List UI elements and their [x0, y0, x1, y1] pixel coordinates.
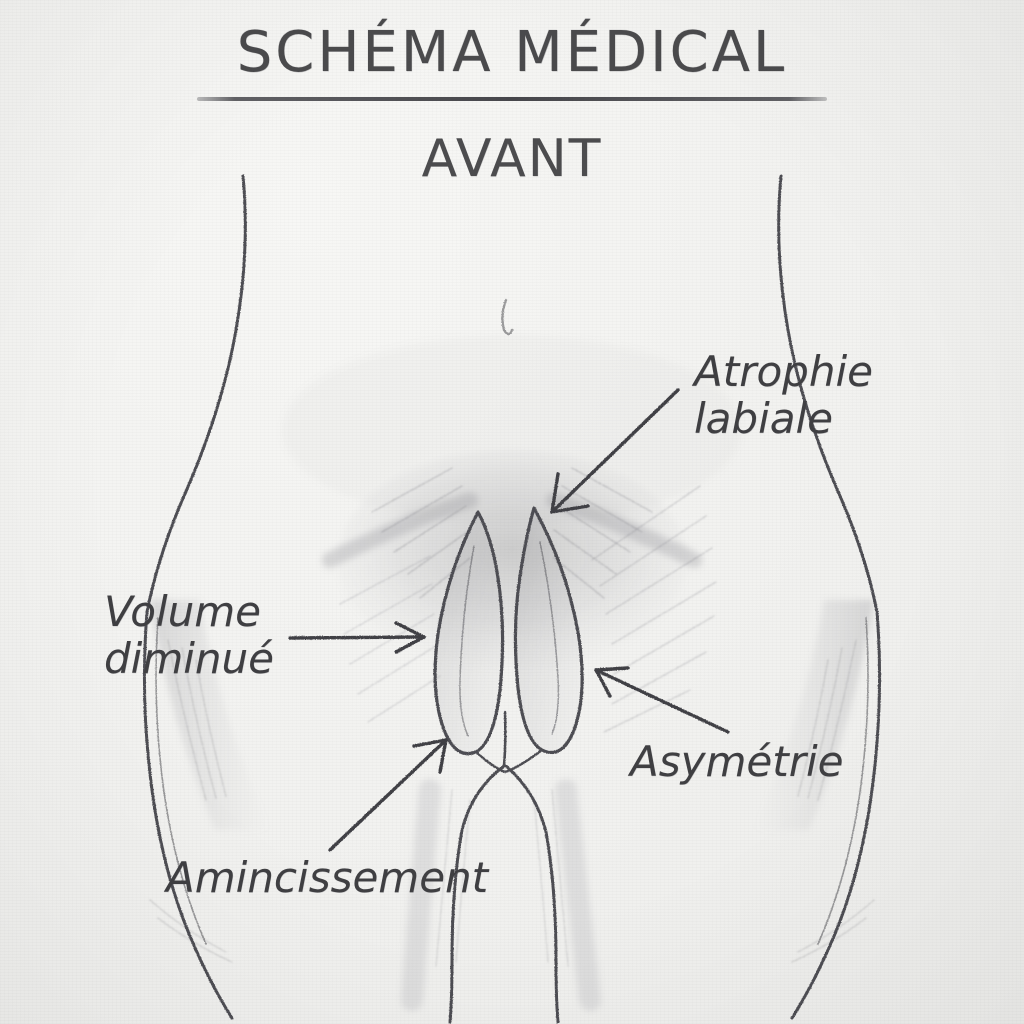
right-inner-thigh — [504, 764, 560, 1024]
figure-outline — [142, 174, 882, 1024]
figure-shading — [150, 335, 874, 1011]
right-hip-contour-secondary — [817, 617, 869, 945]
arrow-right-icon — [288, 621, 426, 654]
navel — [501, 298, 514, 336]
lower-belly-shading — [282, 335, 742, 525]
arrow-up-left-icon — [594, 666, 730, 734]
left-hip-contour — [142, 610, 234, 1020]
left-inner-thigh — [448, 764, 506, 1024]
right-waist-contour — [777, 174, 879, 614]
left-labium-fold — [459, 545, 475, 737]
arrow-down-left-icon — [550, 388, 680, 514]
right-hip-shading — [754, 600, 874, 830]
right-labium-fold — [539, 541, 560, 735]
right-thigh-shading — [555, 779, 601, 1011]
right-hip-contour — [790, 610, 882, 1020]
left-waist-contour — [145, 174, 247, 614]
left-thigh-shading — [401, 779, 441, 1011]
posterior-commissure — [474, 748, 544, 774]
perineal-line — [502, 710, 507, 768]
left-hip-contour-secondary — [155, 617, 207, 945]
left-hip-shading — [150, 600, 270, 830]
arrow-up-right-icon — [328, 738, 448, 852]
